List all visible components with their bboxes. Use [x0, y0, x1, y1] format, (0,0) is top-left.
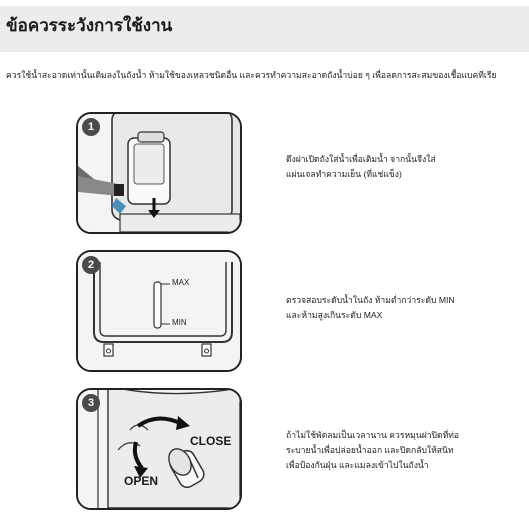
step-3-line-3: เพื่อป้องกันฝุ่น และแมลงเข้าไปในถังน้ำ: [286, 460, 429, 470]
step-1-line-2: แผ่นเจลทำความเย็น (ที่แช่แข็ง): [286, 169, 402, 179]
intro-text: ควรใช้น้ำสะอาดเท่านั้นเติมลงในถังน้ำ ห้า…: [6, 70, 497, 80]
close-label: CLOSE: [190, 434, 232, 448]
step-2-text: ตรวจสอบระดับน้ำในถัง ห้ามต่ำกว่าระดับ MI…: [286, 293, 522, 323]
min-level-label: MIN: [172, 318, 187, 327]
step-3-line-2: ระบายน้ำเพื่อปล่อยน้ำออก และปิดกลับให้สน…: [286, 445, 454, 455]
step-3-text: ถ้าไม่ใช้พัดลมเป็นเวลานาน ควรหมุนฝาปิดที…: [286, 428, 522, 473]
step-3-badge: 3: [82, 394, 100, 412]
step-3-illustration: 3 CLOSE OPEN: [76, 388, 242, 510]
step-1-text: ดึงฝาเปิดถังใส่น้ำเพื่อเติมน้ำ จากนั้นจึ…: [286, 152, 522, 182]
ice-pack-insert-drawing: [78, 114, 240, 232]
step-1-badge: 1: [82, 118, 100, 136]
page-title: ข้อควรระวังการใช้งาน: [6, 16, 173, 35]
step-1-illustration: 1: [76, 112, 242, 234]
step-2-illustration: 2 MAX MIN: [76, 250, 242, 372]
step-2-badge: 2: [82, 256, 100, 274]
max-level-label: MAX: [172, 278, 190, 287]
drain-cap-drawing: [78, 390, 240, 508]
water-tank-level-drawing: [78, 252, 240, 370]
step-1-line-1: ดึงฝาเปิดถังใส่น้ำเพื่อเติมน้ำ จากนั้นจึ…: [286, 154, 436, 164]
open-label: OPEN: [124, 474, 159, 488]
step-2-line-1: ตรวจสอบระดับน้ำในถัง ห้ามต่ำกว่าระดับ MI…: [286, 295, 455, 305]
title-band: [0, 6, 529, 52]
step-3-line-1: ถ้าไม่ใช้พัดลมเป็นเวลานาน ควรหมุนฝาปิดที…: [286, 430, 460, 440]
step-2-line-2: และห้ามสูงเกินระดับ MAX: [286, 310, 383, 320]
